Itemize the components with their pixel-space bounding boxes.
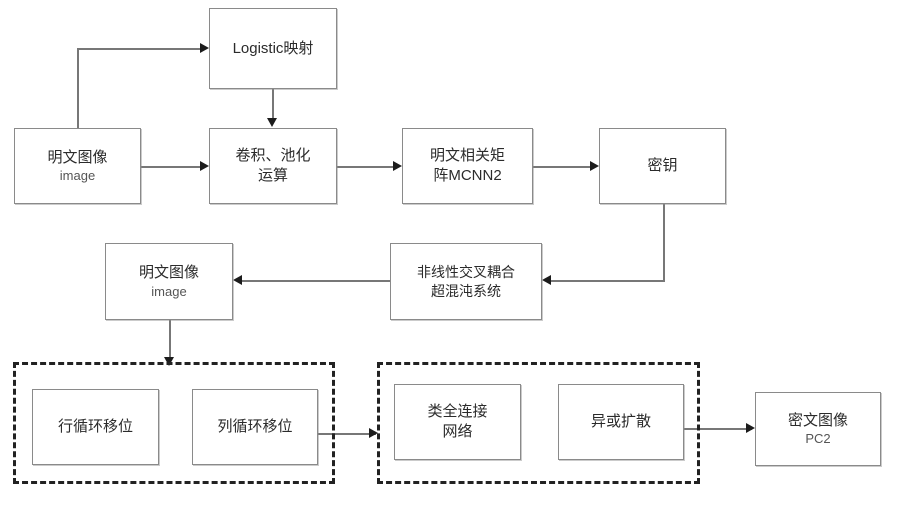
confusion-group-container bbox=[13, 362, 335, 484]
connector-key-to-hyperchaos-horizontal bbox=[551, 280, 665, 282]
node-fc-network-sublabel: 网络 bbox=[442, 423, 473, 440]
connector-diffusion-to-cipherimage bbox=[684, 428, 752, 430]
arrowhead-to-confusion-group bbox=[164, 357, 174, 366]
node-plain-image-2-sublabel: image bbox=[151, 283, 187, 299]
node-fully-connected-network[interactable]: 类全连接 网络 bbox=[394, 384, 521, 460]
node-plain-image-2[interactable]: 明文图像 image bbox=[105, 243, 233, 320]
node-conv-pool[interactable]: 卷积、池化 运算 bbox=[209, 128, 337, 204]
arrowhead-to-cipherimage bbox=[746, 423, 755, 433]
connector-plainimage-to-logistic-vertical bbox=[77, 48, 79, 129]
node-cipher-image-label: 密文图像 bbox=[787, 411, 848, 429]
diffusion-group-container bbox=[377, 362, 700, 484]
node-cipher-image-sublabel: PC2 bbox=[805, 431, 831, 447]
connector-hyperchaos-to-plainimage2 bbox=[241, 280, 391, 282]
arrowhead-to-key bbox=[590, 161, 599, 171]
node-plain-image-2-label: 明文图像 bbox=[138, 264, 199, 282]
arrowhead-to-hyperchaos bbox=[542, 275, 551, 285]
node-nonlinear-cross-coupled-hyperchaotic-system[interactable]: 非线性交叉耦合 超混沌系统 bbox=[390, 243, 542, 320]
node-fc-network-label: 类全连接 bbox=[427, 403, 488, 421]
node-plain-correlation-matrix-label: 明文相关矩 bbox=[429, 147, 505, 165]
node-hyperchaos-label: 非线性交叉耦合 bbox=[417, 264, 515, 281]
connector-plainimage2-to-confusion bbox=[169, 320, 171, 362]
node-conv-pool-label: 卷积、池化 bbox=[235, 147, 311, 165]
connector-matrix-to-key bbox=[533, 166, 591, 168]
arrowhead-to-convpool-top bbox=[267, 118, 277, 127]
node-conv-pool-sublabel: 运算 bbox=[257, 167, 288, 184]
node-logistic-map[interactable]: Logistic映射 bbox=[209, 8, 337, 89]
node-plain-image-1-sublabel: image bbox=[59, 168, 96, 184]
connector-plainimage-to-logistic-horizontal bbox=[77, 48, 201, 50]
connector-convpool-to-matrix bbox=[336, 166, 394, 168]
arrowhead-to-convpool-left bbox=[200, 161, 209, 171]
node-row-cyclic-shift[interactable]: 行循环移位 bbox=[32, 389, 159, 465]
arrowhead-to-diffusion-group bbox=[369, 428, 378, 438]
connector-plainimage-to-convpool bbox=[140, 166, 201, 168]
node-plain-correlation-matrix[interactable]: 明文相关矩 阵MCNN2 bbox=[402, 128, 533, 204]
arrowhead-to-logistic bbox=[200, 43, 209, 53]
node-secret-key[interactable]: 密钥 bbox=[599, 128, 726, 204]
connector-logistic-to-convpool bbox=[272, 88, 274, 120]
connector-confusion-to-diffusion bbox=[318, 433, 376, 435]
node-row-cyclic-shift-label: 行循环移位 bbox=[57, 418, 133, 436]
node-logistic-map-label: Logistic映射 bbox=[232, 39, 314, 57]
node-plain-image-1-label: 明文图像 bbox=[47, 148, 108, 166]
node-column-cyclic-shift[interactable]: 列循环移位 bbox=[192, 389, 318, 465]
node-xor-diffusion[interactable]: 异或扩散 bbox=[558, 384, 684, 460]
connector-key-to-hyperchaos-vertical bbox=[663, 203, 665, 281]
node-column-cyclic-shift-label: 列循环移位 bbox=[217, 418, 293, 436]
node-hyperchaos-sublabel: 超混沌系统 bbox=[431, 282, 501, 299]
node-secret-key-label: 密钥 bbox=[647, 157, 678, 175]
node-cipher-image[interactable]: 密文图像 PC2 bbox=[755, 392, 881, 466]
arrowhead-to-matrix bbox=[393, 161, 402, 171]
arrowhead-to-plainimage2 bbox=[233, 275, 242, 285]
node-plain-image-1[interactable]: 明文图像 image bbox=[14, 128, 141, 204]
node-plain-correlation-matrix-sublabel: 阵MCNN2 bbox=[433, 167, 502, 184]
node-xor-diffusion-label: 异或扩散 bbox=[590, 413, 651, 431]
